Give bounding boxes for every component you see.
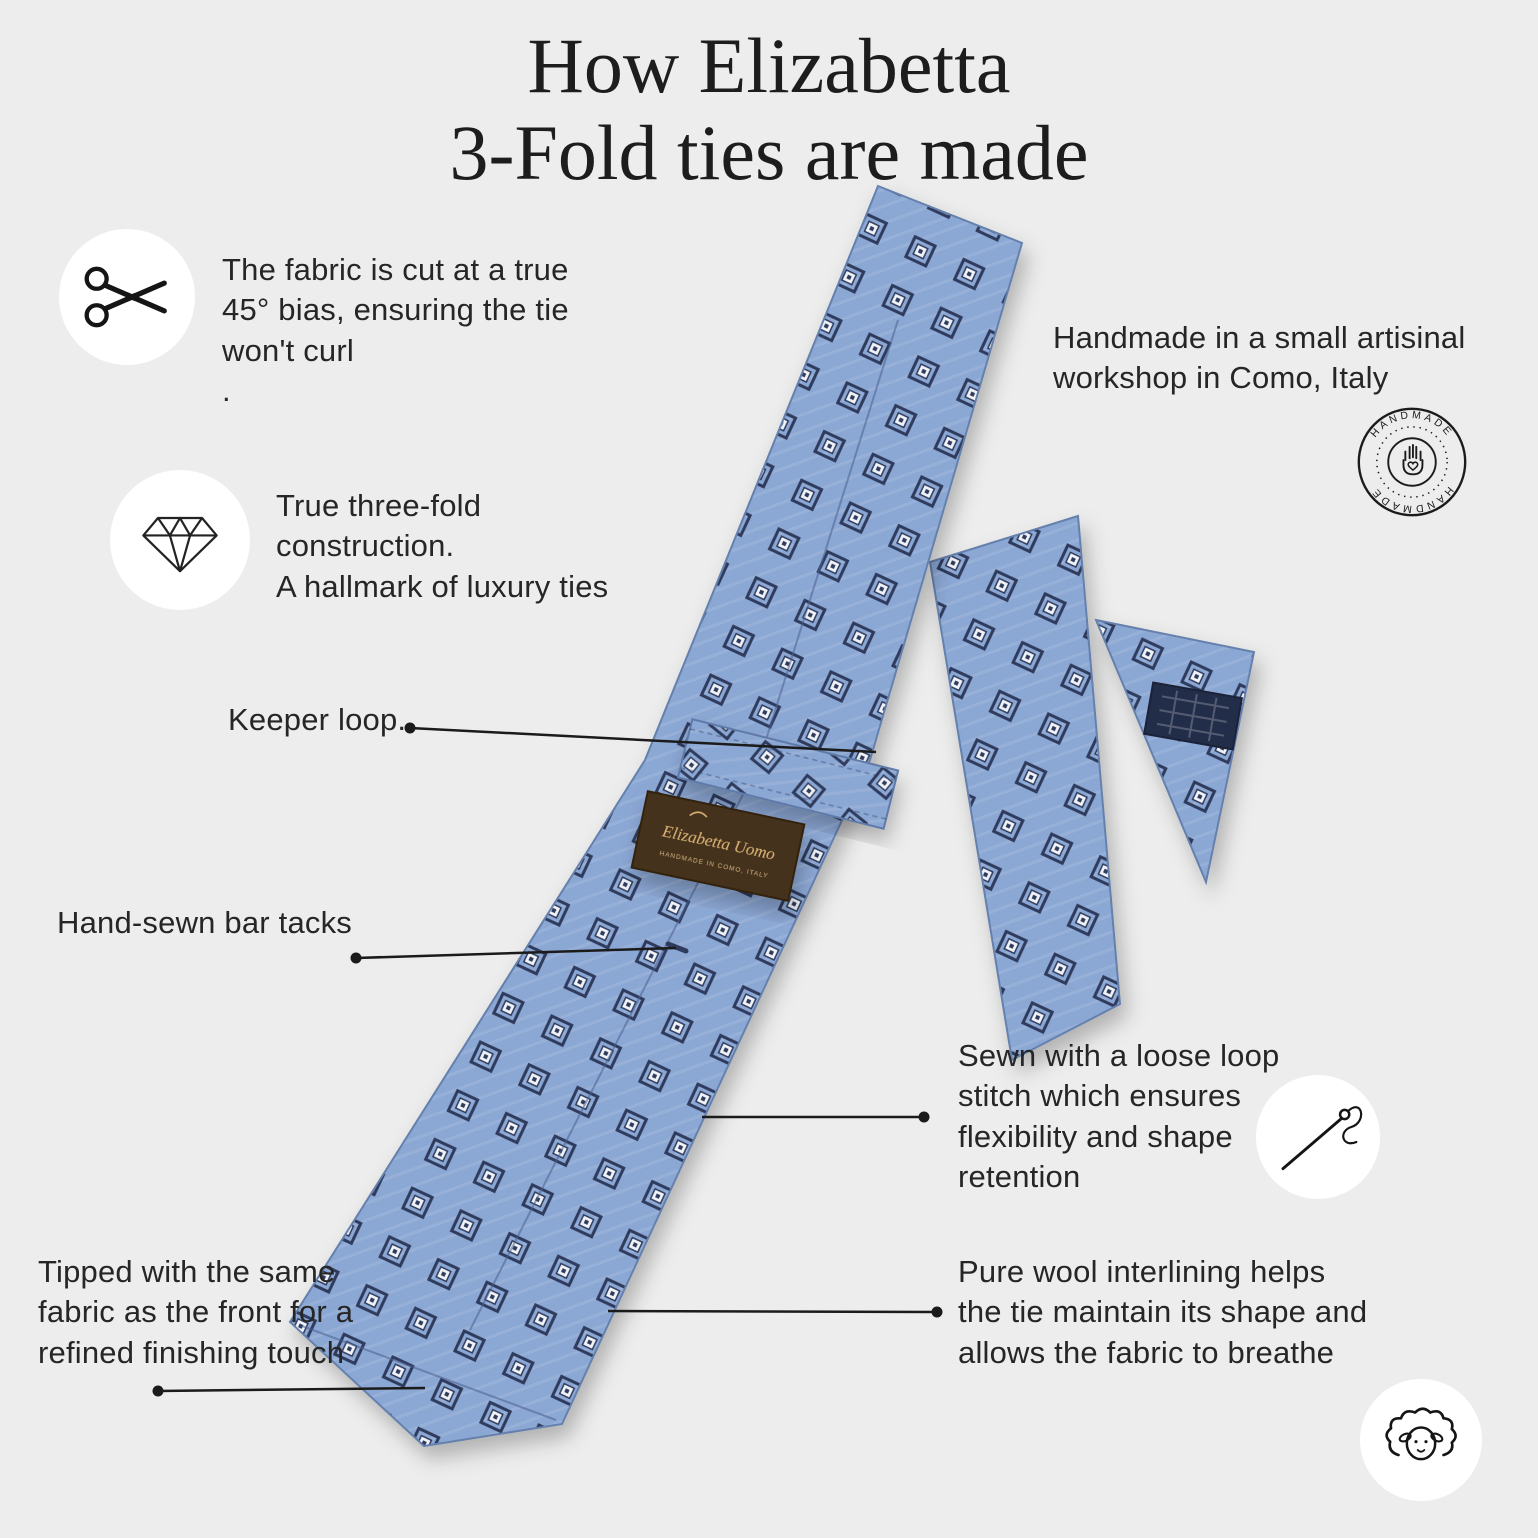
- needle-thread-icon: [1256, 1075, 1380, 1199]
- tie-tail-tip-label: [1143, 681, 1243, 751]
- note-keeper-loop: Keeper loop.: [228, 702, 407, 737]
- page-title: How Elizabetta 3-Fold ties are made: [0, 22, 1538, 197]
- sheep-icon: [1360, 1379, 1482, 1501]
- tipping-dot: [152, 1385, 164, 1397]
- bar-tacks-line: [355, 946, 677, 960]
- tie-tail-strip: [928, 514, 1122, 1062]
- tie-tail-blade: [1094, 618, 1256, 886]
- note-fabric-cut: The fabric is cut at a true 45° bias, en…: [222, 252, 569, 408]
- note-handmade-workshop: Handmade in a small artisinal workshop i…: [1053, 320, 1466, 396]
- note-wool-interlining: Pure wool interlining helps the tie main…: [958, 1254, 1368, 1370]
- keeper-loop-line: [409, 726, 877, 754]
- wool-line: [607, 1309, 938, 1314]
- svg-text:HANDMADE: HANDMADE: [1369, 410, 1455, 440]
- wool-dot: [931, 1306, 943, 1318]
- page-title-line1: How Elizabetta: [527, 22, 1011, 109]
- svg-text:HANDMADE: HANDMADE: [1369, 484, 1455, 514]
- note-loop-stitch: Sewn with a loose loop stitch which ensu…: [958, 1038, 1280, 1194]
- badge-word-top: HANDMADE: [1369, 410, 1451, 440]
- tie-keeper-loop: [676, 718, 900, 830]
- label-flourish: [689, 811, 708, 818]
- note-tipping: Tipped with the same fabric as the front…: [38, 1254, 354, 1370]
- annotation-dots: [152, 722, 943, 1397]
- bar-tack-stitch: [665, 941, 689, 954]
- tipping-line: [157, 1386, 426, 1393]
- diamond-icon: [110, 470, 250, 610]
- note-three-fold: True three-fold construction. A hallmark…: [276, 488, 609, 604]
- loop-stitch-dot: [918, 1111, 930, 1123]
- keeper-loop-dot: [404, 722, 416, 734]
- handmade-badge: HANDMADE HANDMADE: [1355, 405, 1469, 519]
- scissors-icon: [59, 229, 195, 365]
- tie-brand-label: Elizabetta Uomo HANDMADE IN COMO, ITALY: [630, 790, 806, 902]
- badge-word-bottom: HANDMADE: [1369, 484, 1451, 514]
- page-title-line2: 3-Fold ties are made: [449, 109, 1089, 197]
- tipping-seam: [301, 1325, 557, 1421]
- note-bar-tacks: Hand-sewn bar tacks: [57, 905, 352, 940]
- annotation-lines: [157, 726, 938, 1393]
- bar-tacks-dot: [350, 952, 362, 964]
